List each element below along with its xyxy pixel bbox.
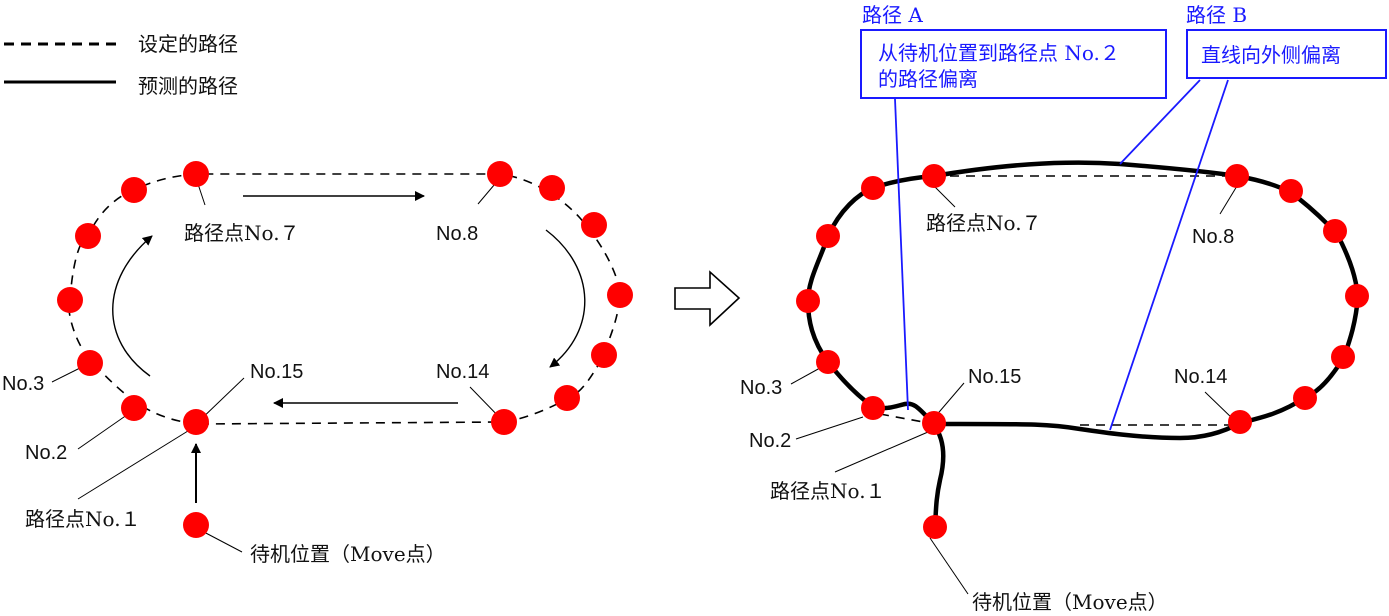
hollow-right-arrow-icon [674,270,741,327]
leader-standby [929,537,969,595]
route-point [487,161,513,187]
callout-a-box [860,29,1167,99]
route-point [1293,386,1317,410]
leader-no8 [1219,185,1238,215]
left-route-points [57,161,633,538]
legend: 设定的路径 预测的路径 [4,32,238,98]
route-point [922,411,946,435]
predicted-path-solid [805,160,1361,441]
route-point [581,212,607,238]
label-no7: 路径点No.７ [184,221,300,245]
label-no14: No.14 [436,361,489,383]
callout-b-box [1186,29,1387,79]
label-standby: 待机位置（Move点） [250,542,446,566]
callout-a: 路径 A 从待机位置到路径点 No.２ 的路径偏离 [860,3,1167,99]
callout-b-connector-2 [1109,79,1229,431]
callout-a-connector [894,98,909,411]
legend-label-set-path: 设定的路径 [138,32,238,56]
left-diagram: 路径点No.７ No.8 No.3 No.2 No.15 No.14 路径点No… [2,161,633,566]
label-no3: No.3 [740,377,782,399]
leader-no14 [1204,391,1235,421]
callout-b-title: 路径 B [1186,3,1247,27]
leader-no3 [790,367,821,385]
callout-b-line-1: 直线向外侧偏离 [1201,43,1341,67]
route-point [607,282,633,308]
callout-b-connector-1 [1119,79,1201,165]
leader-no1 [77,425,197,500]
route-point [591,342,617,368]
leader-standby [201,530,243,553]
route-point [57,287,83,313]
standby-point [183,512,209,538]
route-point [861,396,885,420]
route-point [1225,164,1249,188]
callout-a-line-2: 的路径偏离 [878,67,978,91]
route-point [1279,179,1303,203]
label-standby: 待机位置（Move点） [972,590,1168,614]
label-no8: No.8 [1192,226,1234,248]
route-point [121,395,147,421]
label-no2: No.2 [25,442,67,464]
label-no14: No.14 [1174,366,1227,388]
route-point [77,350,103,376]
direction-arrow-left-curve [112,235,153,377]
leader-no7 [933,185,956,208]
label-no1: 路径点No.１ [770,479,886,503]
route-point [1323,219,1347,243]
route-point [554,385,580,411]
route-point [75,223,101,249]
route-point [1228,410,1252,434]
route-point [816,350,840,374]
label-no15: No.15 [250,361,303,383]
direction-arrow-right-curve [545,229,586,368]
right-diagram: 路径 A 从待机位置到路径点 No.２ 的路径偏离 路径 B 直线向外侧偏离 [740,3,1387,614]
route-point [121,177,147,203]
callout-a-title: 路径 A [862,3,923,27]
route-point [816,224,840,248]
label-no3: No.3 [2,373,44,395]
leader-no2 [795,416,864,440]
label-no2: No.2 [749,430,791,452]
standby-point [923,515,947,539]
label-no1: 路径点No.１ [25,507,141,531]
callout-a-line-1: 从待机位置到路径点 No.２ [878,41,1120,65]
route-point [1345,284,1369,308]
route-point [861,176,885,200]
route-point [539,175,565,201]
route-point [491,409,517,435]
label-no8: No.8 [436,223,478,245]
route-point [183,409,209,435]
callout-b: 路径 B 直线向外侧偏离 [1186,3,1387,79]
set-path-dashed [67,173,621,425]
predicted-path-standby [932,423,946,528]
route-point [183,161,209,187]
label-no7: 路径点No.７ [926,211,1042,235]
legend-label-predicted-path: 预测的路径 [138,74,238,98]
route-point [1331,345,1355,369]
right-route-points [796,164,1369,539]
route-point [796,289,820,313]
leader-no1 [834,431,929,473]
label-no15: No.15 [968,366,1021,388]
route-point [922,164,946,188]
